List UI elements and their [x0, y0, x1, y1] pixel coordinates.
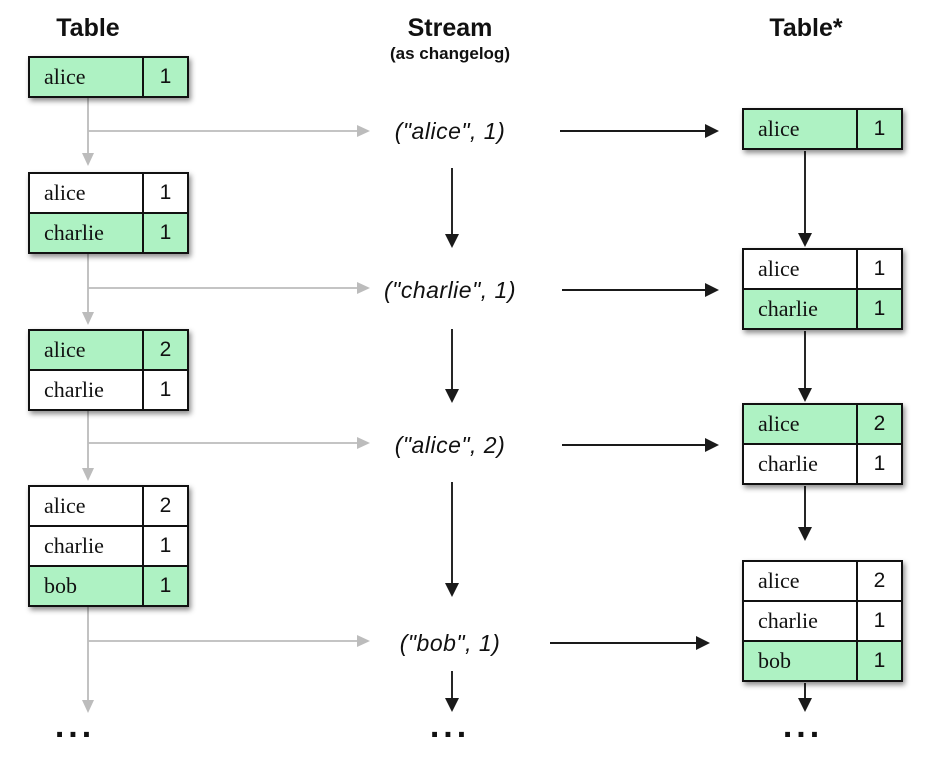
table-row: charlie 1: [30, 525, 187, 565]
stream-continues-ellipsis: ...: [429, 707, 471, 745]
stream-event-3: ("alice", 2): [394, 432, 506, 458]
row-value: 1: [856, 290, 901, 328]
row-value: 1: [142, 214, 187, 252]
row-key: alice: [758, 256, 800, 281]
arrow-head-down: [798, 388, 812, 402]
row-key: charlie: [44, 377, 104, 402]
row-key: charlie: [758, 296, 818, 321]
row-value: 1: [856, 642, 901, 680]
stream-to-tablestar-arrows: [550, 124, 719, 650]
right-continues-ellipsis: ...: [782, 707, 824, 745]
row-value: 1: [142, 527, 187, 565]
row-key: charlie: [44, 533, 104, 558]
row-key: alice: [44, 180, 86, 205]
tablestar-snapshot-3: alice 2 charlie 1: [742, 403, 903, 485]
row-value: 2: [142, 331, 187, 369]
stream-event-1: ("alice", 1): [394, 118, 506, 144]
table-row: alice 2: [30, 331, 187, 369]
table-row: alice 2: [744, 562, 901, 600]
row-value: 1: [856, 250, 901, 288]
table-row: charlie 1: [30, 212, 187, 252]
table-row: alice 2: [30, 487, 187, 525]
row-key: alice: [758, 568, 800, 593]
table-snapshot-3: alice 2 charlie 1: [28, 329, 189, 411]
left-continues-ellipsis: ...: [54, 707, 96, 745]
row-key: alice: [758, 411, 800, 436]
row-key: alice: [44, 337, 86, 362]
table-snapshot-1: alice 1: [28, 56, 189, 98]
table-changelog-arrows: [82, 98, 370, 713]
arrow-head-right: [705, 124, 719, 138]
table-row: alice 1: [744, 250, 901, 288]
arrow-head-down: [82, 468, 94, 481]
tablestar-snapshot-2: alice 1 charlie 1: [742, 248, 903, 330]
tablestar-sequence-arrows: [798, 151, 812, 712]
row-value: 1: [856, 602, 901, 640]
row-value: 2: [142, 487, 187, 525]
row-value: 1: [856, 110, 901, 148]
row-key: alice: [44, 493, 86, 518]
table-row: alice 1: [30, 174, 187, 212]
table-row: alice 2: [744, 405, 901, 443]
row-value: 1: [142, 567, 187, 605]
arrow-head-right: [705, 438, 719, 452]
row-key: bob: [758, 648, 791, 673]
arrow-head-down: [445, 234, 459, 248]
row-key: charlie: [758, 451, 818, 476]
row-value: 2: [856, 562, 901, 600]
row-key: alice: [758, 116, 800, 141]
stream-column-heading: Stream: [407, 14, 493, 42]
row-key: charlie: [44, 220, 104, 245]
table-row: charlie 1: [30, 369, 187, 409]
table-row: charlie 1: [744, 600, 901, 640]
row-value: 1: [856, 445, 901, 483]
arrow-head-down: [798, 233, 812, 247]
row-value: 1: [142, 58, 187, 96]
stream-sequence-arrows: [445, 168, 459, 712]
stream-column-subheading: (as changelog): [390, 44, 510, 63]
table-row: charlie 1: [744, 443, 901, 483]
arrow-head-right: [705, 283, 719, 297]
row-key: alice: [44, 64, 86, 89]
right-column-heading: Table*: [769, 14, 843, 42]
arrow-head-right: [357, 125, 370, 137]
table-snapshot-4: alice 2 charlie 1 bob 1: [28, 485, 189, 607]
table-row: charlie 1: [744, 288, 901, 328]
stream-event-2: ("charlie", 1): [384, 277, 516, 303]
arrow-head-down: [445, 389, 459, 403]
table-snapshot-2: alice 1 charlie 1: [28, 172, 189, 254]
row-value: 1: [142, 371, 187, 409]
row-value: 2: [856, 405, 901, 443]
left-column-heading: Table: [56, 14, 120, 42]
row-value: 1: [142, 174, 187, 212]
table-row: bob 1: [30, 565, 187, 605]
tablestar-snapshot-4: alice 2 charlie 1 bob 1: [742, 560, 903, 682]
row-key: charlie: [758, 608, 818, 633]
arrow-head-down: [798, 698, 812, 712]
row-key: bob: [44, 573, 77, 598]
table-row: alice 1: [30, 58, 187, 96]
table-row: bob 1: [744, 640, 901, 680]
arrow-head-right: [357, 282, 370, 294]
arrow-head-down: [82, 312, 94, 325]
arrow-head-down: [445, 583, 459, 597]
arrow-head-down: [445, 698, 459, 712]
arrow-head-right: [696, 636, 710, 650]
arrow-head-down: [82, 700, 94, 713]
arrow-head-right: [357, 437, 370, 449]
tablestar-snapshot-1: alice 1: [742, 108, 903, 150]
stream-event-4: ("bob", 1): [399, 630, 501, 656]
arrow-head-right: [357, 635, 370, 647]
arrow-head-down: [82, 153, 94, 166]
arrow-head-down: [798, 527, 812, 541]
table-row: alice 1: [744, 110, 901, 148]
